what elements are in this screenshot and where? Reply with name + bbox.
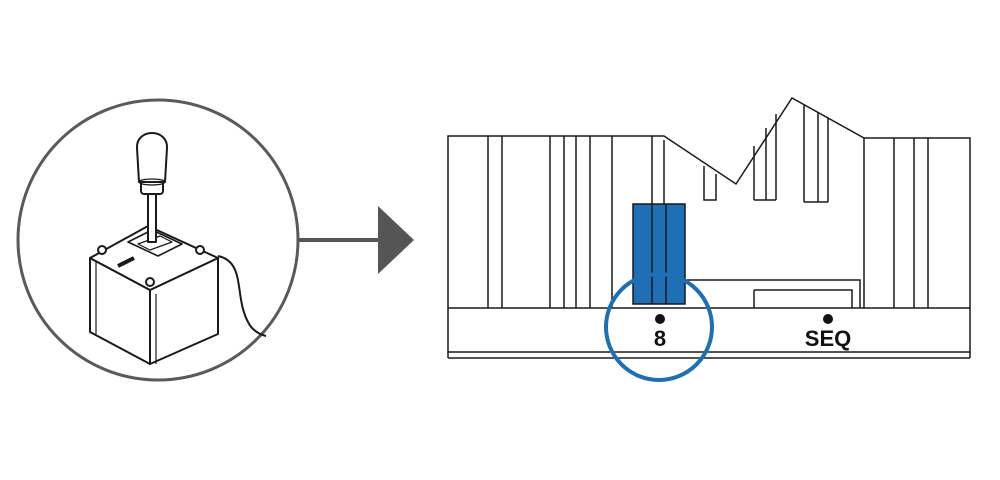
gate-detail-view: 8 SEQ	[447, 97, 971, 382]
shifter-magnifier	[16, 98, 300, 382]
shifter-device-icon	[89, 132, 267, 365]
position-8-label: 8	[654, 326, 666, 351]
arrow-right-icon	[298, 206, 414, 274]
shifter-box-top	[89, 225, 219, 291]
position-seq-dot	[823, 314, 833, 324]
gate-panel-outline	[447, 97, 971, 308]
gear-8-slot-highlight	[632, 203, 686, 305]
highlight-ring	[604, 272, 714, 382]
shifter-cable	[217, 255, 267, 337]
position-seq-label: SEQ	[805, 326, 851, 351]
shifter-knob	[135, 132, 169, 183]
gate-upper-panel	[447, 97, 971, 308]
shifter-shaft	[147, 191, 157, 243]
position-8-dot	[655, 314, 665, 324]
